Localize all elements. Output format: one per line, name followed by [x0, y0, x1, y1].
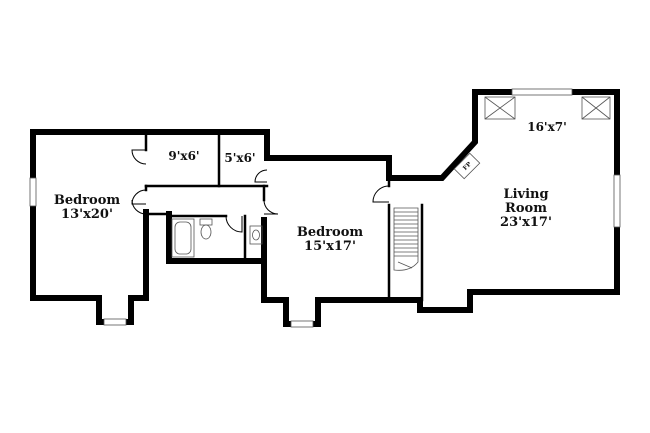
bath-exterior-wall — [166, 211, 267, 264]
room-size-closet-a: 9'x6' — [168, 149, 199, 163]
fireplace-label: FP — [462, 160, 473, 171]
window — [103, 318, 127, 326]
door-swing — [254, 169, 268, 183]
door-swing — [131, 149, 147, 165]
room-name-bedroom-left: Bedroom — [54, 193, 121, 208]
bathtub — [171, 218, 195, 258]
window — [290, 320, 314, 328]
stair-tread — [397, 261, 413, 269]
center-bedroom-exterior-wall — [261, 89, 620, 327]
left-bedroom-exterior-wall — [30, 129, 270, 325]
door-swing — [225, 215, 243, 233]
sink — [249, 225, 263, 245]
room-size-living: 23'x17' — [500, 215, 552, 230]
skylight — [581, 96, 611, 120]
door-swing — [372, 185, 390, 203]
window — [511, 88, 573, 96]
room-name-living-line2: Room — [505, 201, 547, 216]
window — [29, 177, 37, 207]
room-name-living-line1: Living — [503, 187, 548, 202]
skylight — [484, 96, 516, 120]
room-name-bedroom-center: Bedroom — [297, 225, 364, 240]
door-swing — [263, 199, 279, 215]
room-size-bedroom-left: 13'x20' — [61, 207, 113, 222]
room-size-closet-b: 5'x6' — [224, 151, 255, 165]
toilet — [199, 218, 213, 240]
room-size-loft: 16'x7' — [527, 120, 567, 134]
window — [613, 174, 621, 228]
stair-outline — [393, 207, 419, 271]
staircase — [393, 207, 419, 271]
fireplace: FP — [453, 152, 481, 180]
room-size-bedroom-center: 15'x17' — [304, 239, 356, 254]
door-swing — [131, 189, 147, 215]
